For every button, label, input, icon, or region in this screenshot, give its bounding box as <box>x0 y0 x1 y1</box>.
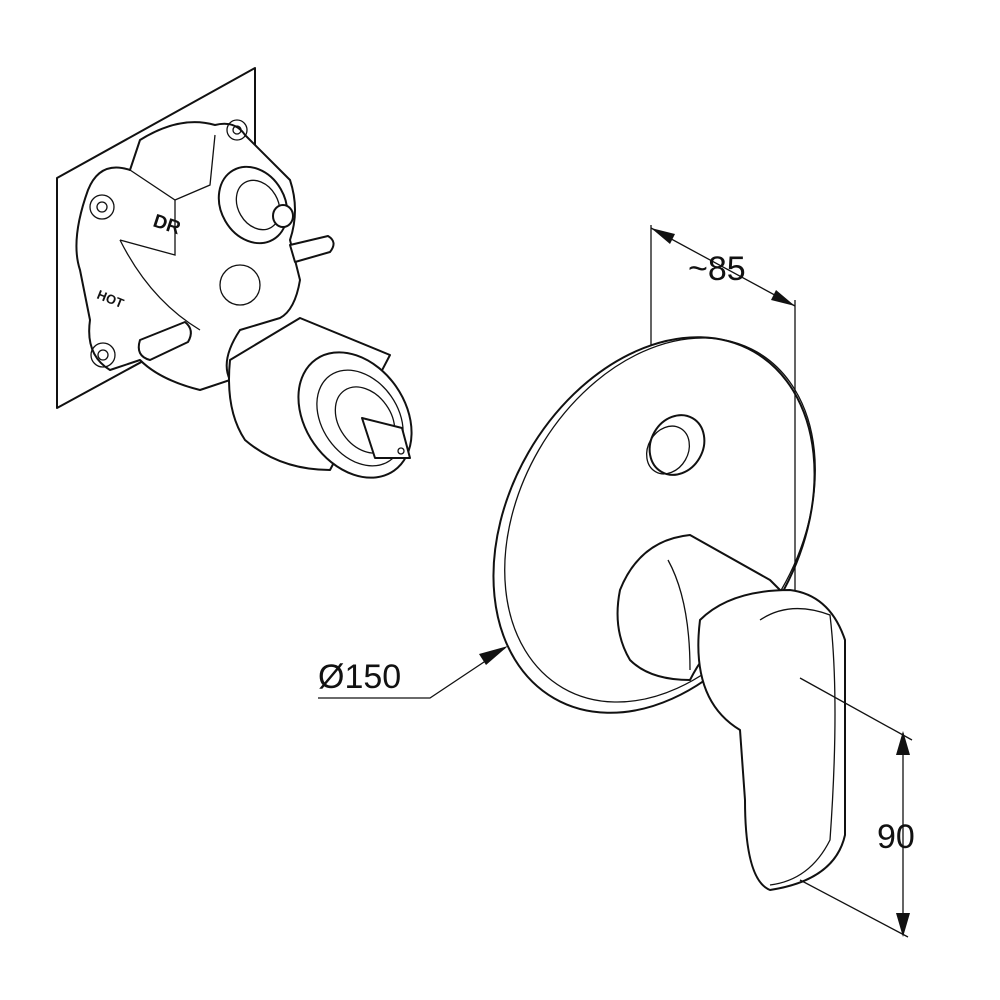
inlet-pipe <box>137 321 192 361</box>
depth-value: ~85 <box>688 250 746 288</box>
dimension-lever-length: 90 <box>799 677 915 938</box>
diverter-port <box>217 165 289 245</box>
outlet-pipe <box>289 235 335 263</box>
rough-in-valve: DR HOT <box>56 67 413 479</box>
cartridge-spindle <box>361 417 411 459</box>
lever-handle <box>697 589 846 891</box>
mount-hole-icon <box>226 119 248 141</box>
diameter-value: Ø150 <box>318 658 401 696</box>
diverter-button <box>648 414 706 476</box>
diverter-stem <box>272 204 294 228</box>
dimension-diameter: Ø150 <box>318 646 508 699</box>
mount-hole-icon <box>89 194 115 220</box>
dimension-depth: ~85 <box>650 225 796 590</box>
lever-length-value: 90 <box>877 818 915 856</box>
mount-hole-icon <box>90 342 116 368</box>
trim-set <box>492 336 846 891</box>
